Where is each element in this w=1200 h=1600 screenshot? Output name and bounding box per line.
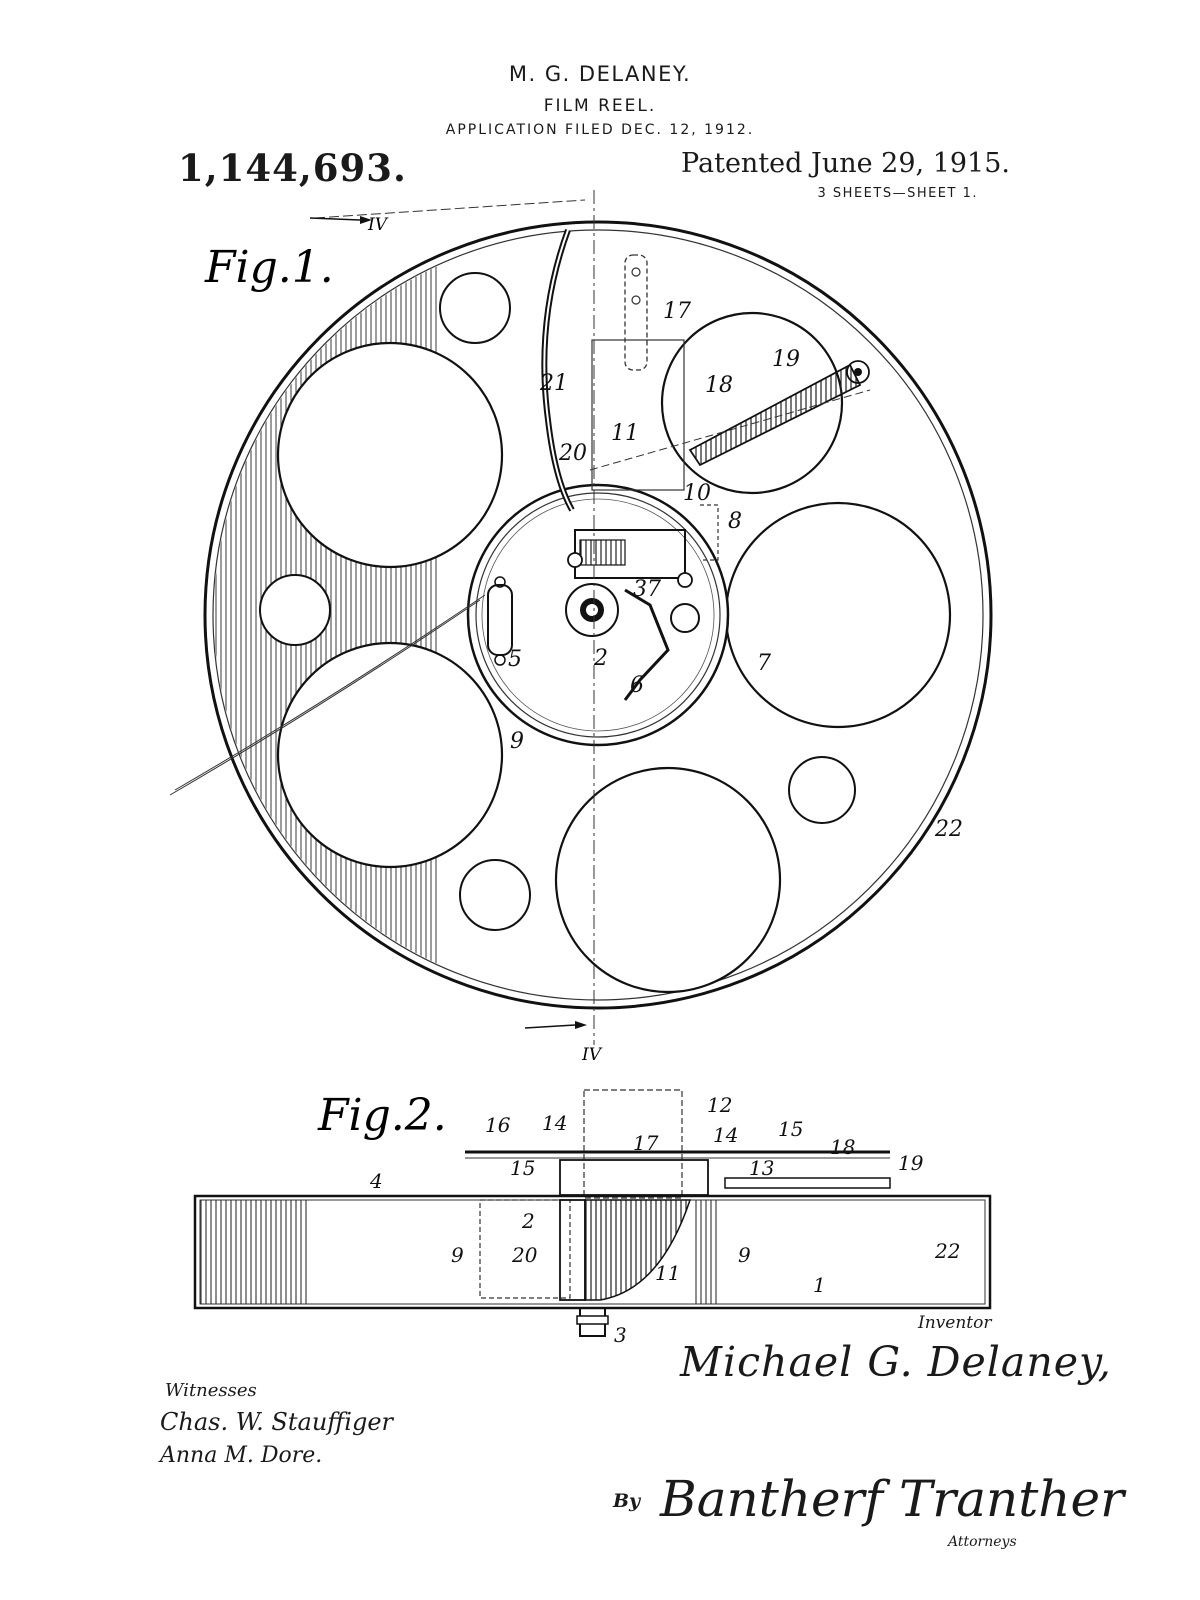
reel-small-holes — [259, 272, 856, 931]
section-mark-top: IV — [367, 215, 389, 235]
fig2-callout: 15 — [778, 1117, 803, 1141]
fig1-label: Fig.1. — [204, 242, 334, 293]
fig1-callout: 22 — [934, 817, 963, 842]
attorneys-label: Attorneys — [948, 1534, 1017, 1550]
patent-title: FILM REEL. — [543, 96, 657, 116]
attorney-signature: Bantherf Tranther — [660, 1470, 1124, 1528]
witness-signature-2: Anna M. Dore. — [160, 1443, 323, 1468]
fig2-callout: 15 — [510, 1156, 535, 1180]
fig1-callout: 7 — [757, 651, 771, 676]
reel-large-holes — [276, 311, 952, 994]
fig1-callout: 9 — [510, 729, 524, 754]
by-label: By — [613, 1490, 641, 1512]
section-mark-bottom: IV — [581, 1045, 603, 1065]
fig2-callout: 20 — [511, 1243, 538, 1267]
fig2-callout: 22 — [934, 1239, 960, 1263]
patent-inventor-header: M. G. DELANEY. — [508, 62, 692, 86]
fig2-callout: 9 — [738, 1243, 751, 1267]
witness-signature-1: Chas. W. Stauffiger — [160, 1408, 394, 1436]
sheet-count: 3 SHEETS—SHEET 1. — [817, 186, 978, 201]
application-filed-date: APPLICATION FILED DEC. 12, 1912. — [445, 122, 755, 138]
fig2-callout: 11 — [655, 1261, 680, 1285]
reel-hub — [466, 483, 730, 747]
fig2-callout: 3 — [614, 1323, 627, 1347]
fig2-callout: 14 — [542, 1111, 567, 1135]
fig2-callout: 16 — [485, 1113, 511, 1137]
fig1-callout: 5 — [508, 647, 522, 672]
fig2-callout: 9 — [451, 1243, 464, 1267]
patented-date: Patented June 29, 1915. — [681, 148, 1010, 179]
fig1-reel: IV IV Fig.1. — [169, 190, 993, 1065]
fig1-callout: 11 — [611, 421, 639, 446]
inventor-signature: Michael G. Delaney, — [680, 1338, 1112, 1386]
fig1-callouts: 17 19 18 21 11 20 10 8 37 5 26 7 9 22 — [508, 299, 963, 842]
fig1-callout: 21 — [539, 371, 568, 396]
fig1-callout: 8 — [728, 509, 742, 534]
fig1-callout: 20 — [558, 441, 587, 466]
inventor-label: Inventor — [918, 1313, 992, 1333]
fig2-callout: 18 — [830, 1135, 855, 1159]
patent-number: 1,144,693. — [178, 146, 407, 190]
fig1-callout: 19 — [772, 347, 800, 372]
fig2-callout: 12 — [707, 1093, 732, 1117]
fig2-callout: 1 — [813, 1273, 826, 1297]
fig1-callout: 18 — [705, 373, 733, 398]
fig1-callout: 10 — [683, 481, 711, 506]
fig2-label: Fig.2. — [317, 1090, 447, 1141]
fig2-callout: 19 — [898, 1151, 924, 1175]
fig1-callout: 2 — [593, 646, 608, 671]
fig1-callout: 6 — [630, 673, 644, 698]
fig2-section-view: Fig.2. — [193, 1089, 992, 1337]
fig1-callout: 37 — [633, 577, 661, 602]
fig2-callout: 17 — [633, 1131, 659, 1155]
fig1-callout: 17 — [663, 299, 691, 324]
fig2-callout: 2 — [521, 1209, 535, 1233]
witnesses-label: Witnesses — [165, 1380, 257, 1401]
fig2-callout: 4 — [369, 1169, 383, 1193]
fig2-callout: 14 — [713, 1123, 738, 1147]
fig2-callout: 13 — [749, 1156, 774, 1180]
